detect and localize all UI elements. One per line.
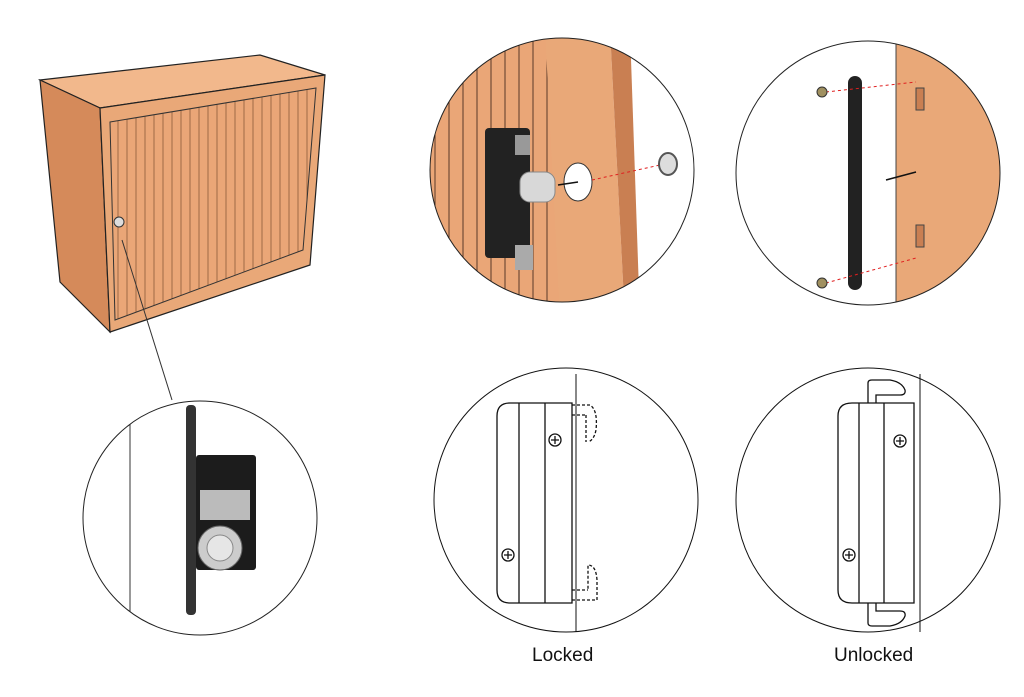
locked-label: Locked — [532, 645, 594, 666]
cabinet-illustration — [37, 54, 326, 401]
detail-lock-closeup — [82, 400, 318, 636]
detail-lock-insertion — [429, 37, 695, 303]
detail-strike-plate-mounting — [735, 40, 1001, 306]
unlocked-label: Unlocked — [834, 645, 914, 666]
unlocked-state-diagram — [735, 367, 1001, 633]
locked-state-diagram — [433, 367, 699, 633]
